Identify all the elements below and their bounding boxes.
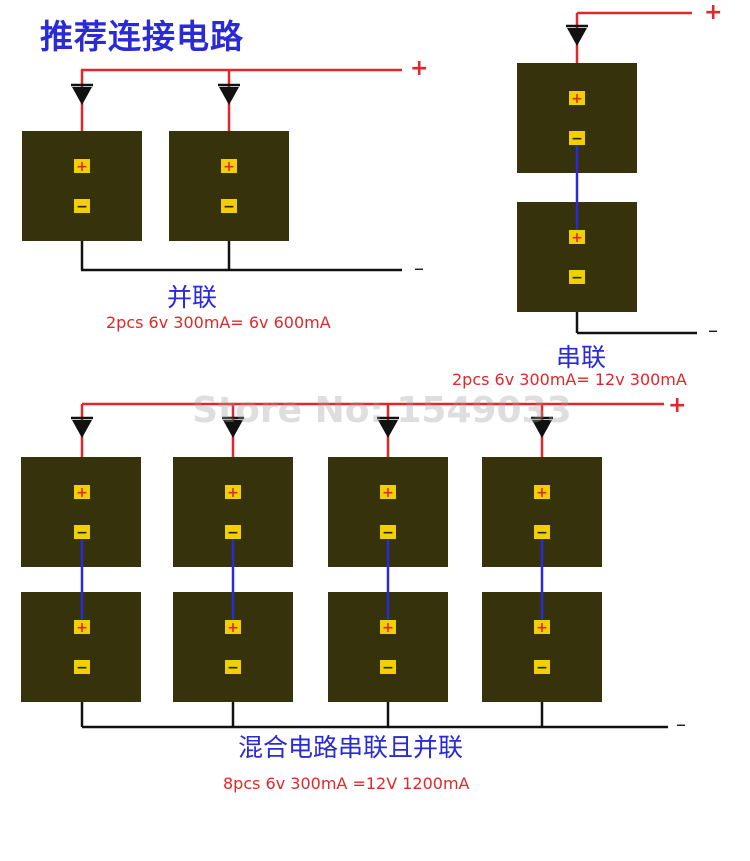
positive-terminal-symbol: +: [536, 485, 548, 501]
positive-terminal: [225, 485, 241, 499]
diode-icon: [567, 28, 587, 46]
positive-terminal-symbol: +: [382, 620, 394, 636]
negative-terminal: [74, 199, 90, 213]
negative-terminal: [74, 525, 90, 539]
solar-panel: [169, 131, 289, 241]
series-caption: 串联: [556, 343, 607, 372]
solar-panel: [22, 131, 142, 241]
positive-terminal-symbol: +: [223, 159, 235, 175]
negative-terminal: [225, 525, 241, 539]
positive-terminal-symbol: +: [571, 230, 583, 246]
terminals: + − + − + − + − + − + − + − + − + − + − + − + −: [74, 91, 585, 676]
positive-terminal: [225, 620, 241, 634]
positive-terminal: [569, 91, 585, 105]
positive-terminal-symbol: +: [76, 620, 88, 636]
diode-icon: [223, 420, 243, 438]
negative-terminal: [221, 199, 237, 213]
parallel-minus-sign: –: [414, 256, 424, 280]
page-title: 推荐连接电路: [40, 17, 244, 56]
negative-terminal-symbol: −: [382, 660, 394, 676]
negative-terminal: [569, 131, 585, 145]
series-spec: 2pcs 6v 300mA= 12v 300mA: [452, 370, 687, 389]
negative-terminal: [534, 525, 550, 539]
negative-terminal: [225, 660, 241, 674]
parallel-spec: 2pcs 6v 300mA= 6v 600mA: [106, 313, 331, 332]
positive-terminal-symbol: +: [227, 620, 239, 636]
solar-panels: [21, 63, 637, 702]
diode-icon: [219, 87, 239, 105]
positive-terminal: [569, 230, 585, 244]
negative-terminal-symbol: −: [571, 270, 583, 286]
store-watermark: Store No: 1549033: [192, 390, 572, 431]
negative-terminal-symbol: −: [536, 660, 548, 676]
positive-terminal-symbol: +: [536, 620, 548, 636]
negative-terminal-symbol: −: [223, 199, 235, 215]
parallel-caption: 并联: [167, 283, 218, 312]
negative-terminal: [380, 525, 396, 539]
diodes: [71, 24, 588, 438]
positive-terminal: [74, 620, 90, 634]
mixed-caption: 混合电路串联且并联: [238, 733, 464, 762]
negative-terminal: [534, 660, 550, 674]
negative-terminal-symbol: −: [536, 525, 548, 541]
positive-terminal: [380, 620, 396, 634]
positive-terminal: [221, 159, 237, 173]
negative-terminal-symbol: −: [76, 525, 88, 541]
negative-terminal: [74, 660, 90, 674]
negative-terminal: [380, 660, 396, 674]
series-link-wires: [80, 138, 579, 627]
series-plus-sign: +: [704, 0, 723, 25]
negative-terminal-symbol: −: [571, 131, 583, 147]
positive-terminal: [74, 159, 90, 173]
mixed-spec: 8pcs 6v 300mA =12V 1200mA: [223, 774, 470, 793]
positive-terminal-symbol: +: [571, 91, 583, 107]
positive-terminal-symbol: +: [76, 485, 88, 501]
diode-icon: [532, 420, 552, 438]
diode-icon: [72, 420, 92, 438]
negative-terminal-symbol: −: [76, 660, 88, 676]
negative-terminal: [569, 270, 585, 284]
positive-terminal: [534, 485, 550, 499]
positive-terminal-symbol: +: [227, 485, 239, 501]
diode-icon: [72, 87, 92, 105]
diode-icon: [378, 420, 398, 438]
negative-terminal-symbol: −: [382, 525, 394, 541]
positive-terminal: [380, 485, 396, 499]
parallel-plus-sign: +: [410, 56, 429, 81]
positive-terminal: [534, 620, 550, 634]
positive-terminal: [74, 485, 90, 499]
series-minus-sign: –: [708, 318, 718, 342]
negative-terminal-symbol: −: [227, 525, 239, 541]
negative-terminal-symbol: −: [76, 199, 88, 215]
negative-terminal-symbol: −: [227, 660, 239, 676]
mixed-plus-sign: +: [668, 393, 687, 418]
positive-terminal-symbol: +: [76, 159, 88, 175]
positive-terminal-symbol: +: [382, 485, 394, 501]
mixed-minus-sign: –: [676, 712, 686, 736]
